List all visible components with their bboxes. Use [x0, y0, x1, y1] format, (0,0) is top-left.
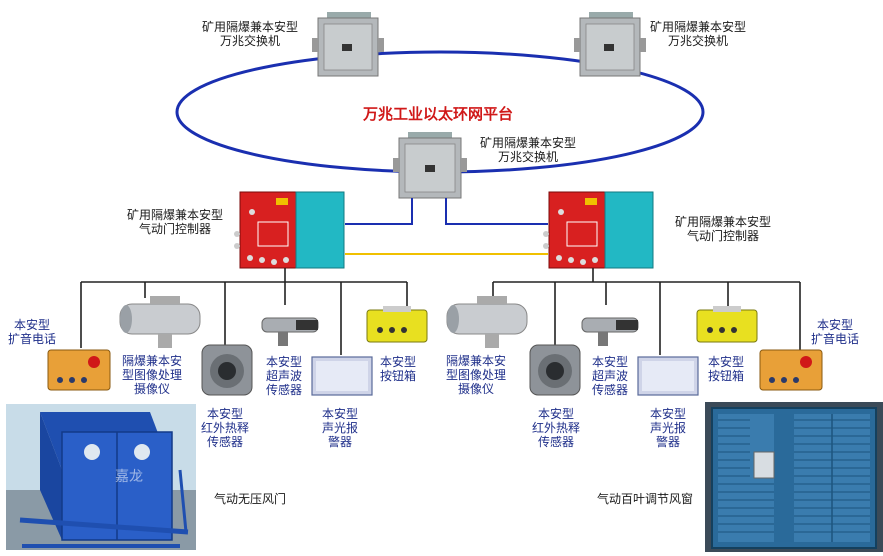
camera-right: [446, 296, 528, 348]
link-switch-right-controller: [445, 198, 548, 225]
ir-sensor-right: [529, 344, 581, 396]
switch-center: [393, 132, 467, 199]
alarm-label-right: 本安型 声光报 警器: [649, 407, 686, 449]
door-right-photo: [705, 402, 883, 552]
alarm-label-left: 本安型 声光报 警器: [321, 407, 358, 449]
camera-label-right: 隔爆兼本安 型图像处理 摄像仪: [445, 354, 506, 396]
door-left-watermark: 嘉龙: [115, 469, 143, 485]
switch-label-top-right: 矿用隔爆兼本安型 万兆交换机: [649, 20, 746, 48]
button-label-right: 本安型 按钮箱: [707, 355, 744, 383]
ultrasonic-sensor-left: [261, 317, 319, 346]
alarm-right: [637, 356, 699, 396]
button-box-right: [696, 306, 758, 343]
switch-top-left: [312, 12, 384, 77]
ir-label-left: 本安型 红外热释 传感器: [200, 407, 249, 449]
door-right-label: 气动百叶调节风窗: [596, 492, 693, 506]
phone-right: [759, 349, 823, 391]
controller-label-left: 矿用隔爆兼本安型 气动门控制器: [126, 208, 223, 236]
camera-left: [119, 296, 201, 348]
phone-left: [47, 349, 111, 391]
phone-label-right: 本安型 扩音电话: [810, 318, 859, 346]
door-left-photo: [6, 404, 196, 550]
controller-left: [234, 191, 345, 269]
ultrasonic-sensor-right: [581, 317, 639, 346]
controller-label-right: 矿用隔爆兼本安型 气动门控制器: [674, 215, 771, 243]
door-left-label: 气动无压风门: [213, 492, 286, 506]
ultra-label-left: 本安型 超声波 传感器: [265, 355, 302, 397]
louvre-slats: [718, 414, 870, 542]
ring-title: 万兆工业以太环网平台: [363, 105, 514, 123]
ultra-label-right: 本安型 超声波 传感器: [591, 355, 628, 397]
bus-right: [492, 268, 801, 355]
ir-label-right: 本安型 红外热释 传感器: [531, 407, 580, 449]
button-label-left: 本安型 按钮箱: [379, 355, 416, 383]
phone-label-left: 本安型 扩音电话: [7, 318, 56, 346]
link-switch-left-controller: [345, 198, 413, 225]
switch-label-center: 矿用隔爆兼本安型 万兆交换机: [479, 136, 576, 164]
controller-right: [543, 191, 654, 269]
alarm-left: [311, 356, 373, 396]
bus-left: [80, 268, 408, 355]
switch-label-top-left: 矿用隔爆兼本安型 万兆交换机: [201, 20, 298, 48]
button-box-left: [366, 306, 428, 343]
switch-top-right: [574, 12, 646, 77]
ir-sensor-left: [201, 344, 253, 396]
camera-label-left: 隔爆兼本安 型图像处理 摄像仪: [121, 354, 182, 396]
